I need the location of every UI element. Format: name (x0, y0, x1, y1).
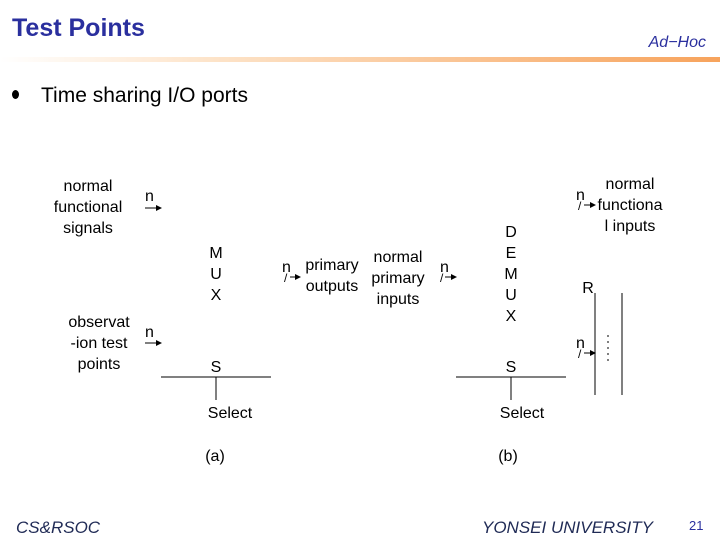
a-n-out-label: n (282, 259, 291, 276)
b-demux-letter-e: E (506, 245, 517, 262)
b-n-in-label: n (440, 259, 449, 276)
a-n-bottom-label: n (145, 324, 154, 341)
b-n-top-label: n (576, 187, 585, 204)
a-bus-slash-icon: / (284, 271, 288, 285)
b-n-bottom-label: n (576, 335, 585, 352)
a-input-top-line3: signals (63, 220, 113, 237)
b-input-line3: inputs (377, 291, 420, 308)
b-output-top-line3: l inputs (605, 218, 656, 235)
a-input-bottom-line1: observat (68, 314, 130, 331)
slide-tag: Ad−Hoc (648, 34, 706, 51)
b-bottom-bus-slash-icon: / (578, 347, 582, 361)
a-output-line1: primary (305, 257, 358, 274)
a-output-line2: outputs (306, 278, 358, 295)
a-s-label: S (211, 359, 222, 376)
bullet-item: Time sharing I/O ports (12, 84, 248, 108)
b-input-line1: normal (374, 249, 423, 266)
title-divider (0, 57, 720, 62)
b-caption: (b) (498, 448, 518, 465)
b-demux-letter-m: M (504, 266, 517, 283)
b-demux-letter-u: U (505, 287, 517, 304)
b-r-label: R (582, 280, 594, 297)
footer-org: CS&RSOC (16, 518, 101, 537)
a-caption: (a) (205, 448, 225, 465)
a-input-bottom-line2: -ion test (71, 335, 128, 352)
b-demux-letter-x: X (506, 308, 517, 325)
bullet-text: Time sharing I/O ports (41, 84, 248, 107)
b-demux-letter-d: D (505, 224, 517, 241)
b-input-line2: primary (371, 270, 424, 287)
b-output-top-line1: normal (606, 176, 655, 193)
b-top-bus-slash-icon: / (578, 199, 582, 213)
a-mux-letter-m: M (209, 245, 222, 262)
a-mux-letter-u: U (210, 266, 222, 283)
b-select-label: Select (500, 405, 545, 422)
page-number: 21 (689, 518, 704, 533)
bullet-dot-icon (12, 90, 19, 99)
a-input-top-line1: normal (64, 178, 113, 195)
a-select-label: Select (208, 405, 253, 422)
a-input-top-line2: functional (54, 199, 123, 216)
b-bus-slash-icon: / (440, 271, 444, 285)
b-output-top-line2: functiona (598, 197, 663, 214)
footer-university: YONSEI UNIVERSITY (482, 518, 653, 537)
b-s-label: S (506, 359, 517, 376)
slide-title: Test Points (12, 14, 145, 42)
a-n-top-label: n (145, 188, 154, 205)
a-input-bottom-line3: points (78, 356, 121, 373)
a-mux-letter-x: X (211, 287, 222, 304)
